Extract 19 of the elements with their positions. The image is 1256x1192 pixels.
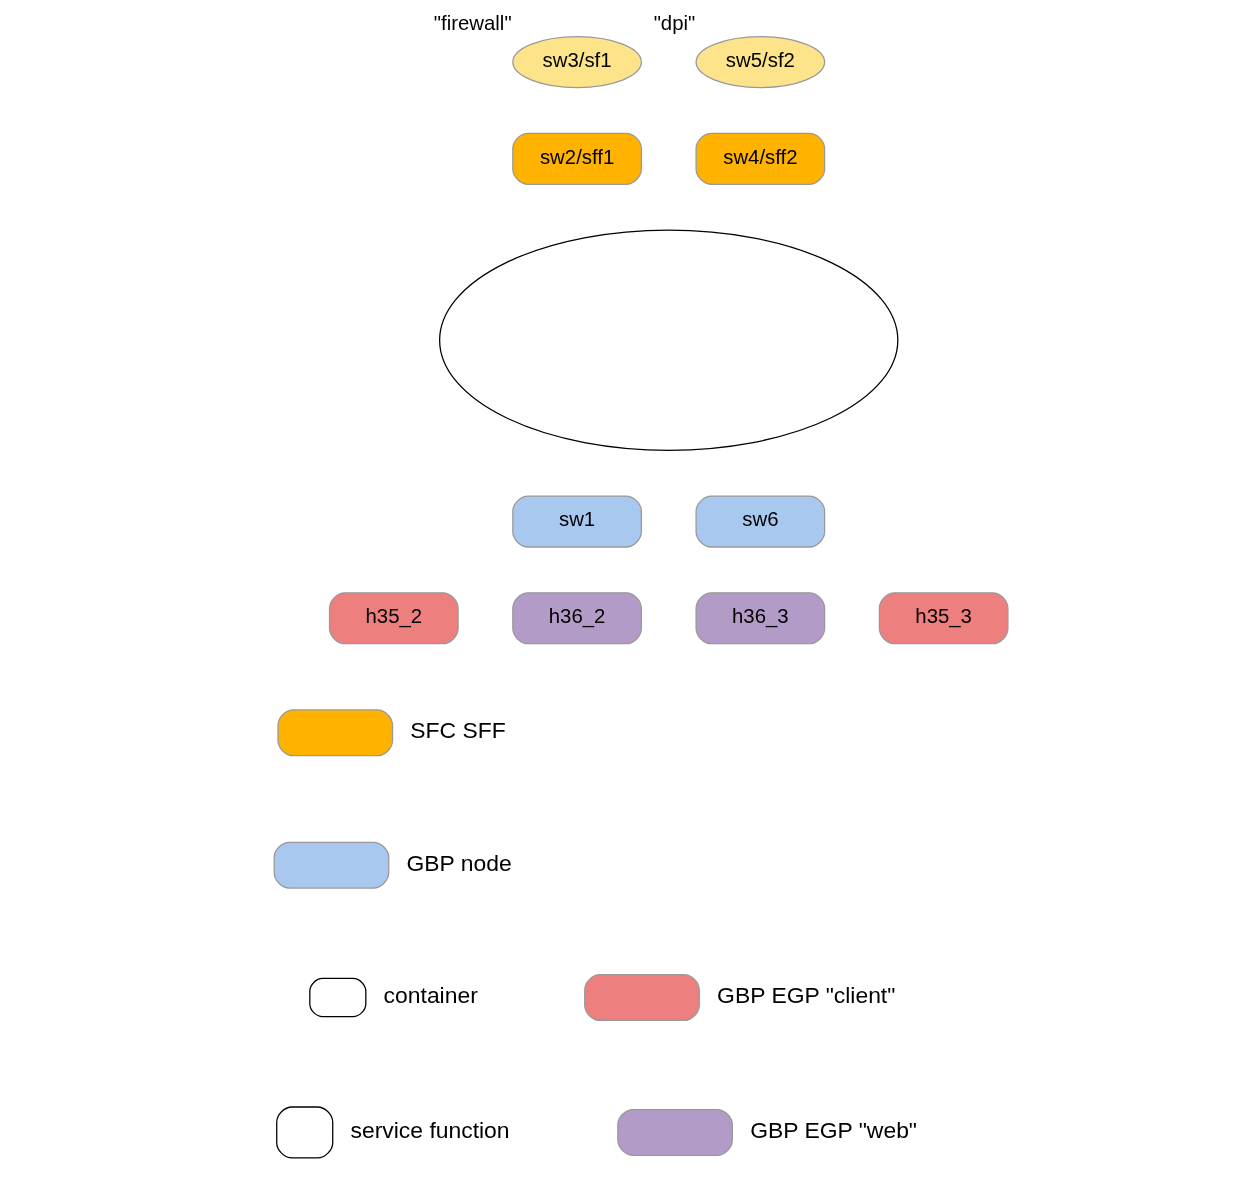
node-box: h36_3 bbox=[695, 592, 826, 645]
node-box: h35_2 bbox=[328, 592, 459, 645]
legend-label: service function bbox=[350, 1117, 510, 1144]
legend-label: SFC SFF bbox=[410, 717, 506, 744]
node-box: h36_2 bbox=[512, 592, 642, 645]
node-box: h35_3 bbox=[878, 592, 1009, 645]
node-label: "dpi" bbox=[653, 12, 696, 35]
legend-label: GBP EGP "client" bbox=[717, 982, 896, 1009]
node-label: "firewall" bbox=[433, 12, 512, 35]
node-box: sw2/sff1 bbox=[512, 132, 642, 185]
node-ellipse: sw5/sf2 bbox=[695, 36, 826, 89]
node-box: sw6 bbox=[695, 495, 826, 548]
node-box: sw4/sff2 bbox=[695, 132, 826, 185]
node-box: sw1 bbox=[512, 495, 642, 548]
node-ellipse: sw3/sf1 bbox=[512, 36, 642, 89]
legend-label: GBP node bbox=[406, 849, 512, 876]
legend-label: container bbox=[383, 982, 478, 1009]
legend-label: GBP EGP "web" bbox=[750, 1117, 918, 1144]
node-cloud bbox=[439, 229, 899, 451]
